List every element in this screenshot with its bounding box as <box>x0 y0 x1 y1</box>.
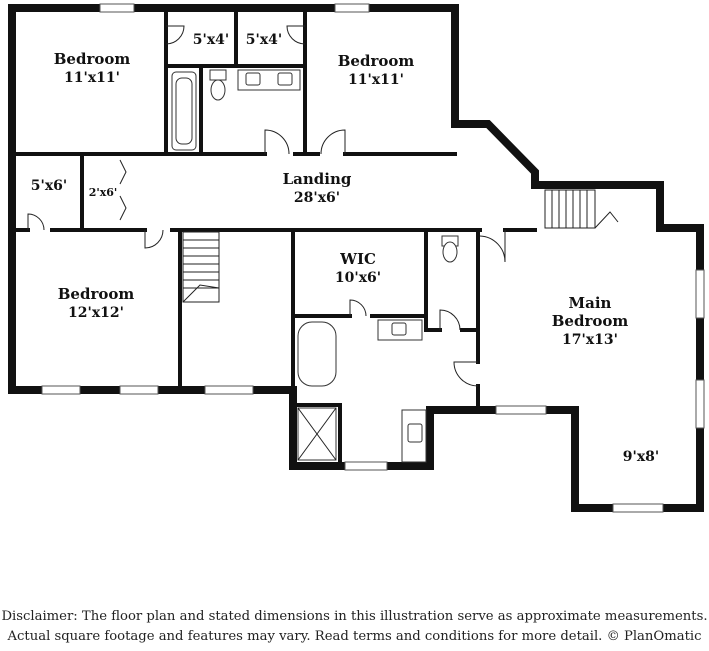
bathtub-inner <box>175 77 193 145</box>
disclaimer: Disclaimer: The floor plan and stated di… <box>0 607 709 647</box>
stair-treads <box>183 239 219 289</box>
window <box>119 385 159 395</box>
room-name: Bedroom <box>54 50 131 68</box>
room-name: Landing <box>283 170 352 188</box>
room-dimensions: 11'x11' <box>348 72 404 88</box>
room-dimensions: 5'x6' <box>31 178 67 194</box>
window <box>334 3 370 13</box>
window <box>204 385 254 395</box>
stairs <box>182 189 619 303</box>
disclaimer-line-1: Disclaimer: The floor plan and stated di… <box>1 609 708 624</box>
room-name: Bedroom <box>58 285 135 303</box>
room-dimensions: 10'x6' <box>335 270 381 286</box>
doors <box>27 25 506 387</box>
window <box>612 503 664 513</box>
fixtures <box>171 69 459 463</box>
room-dimensions: 12'x12' <box>68 305 124 321</box>
toilet-bowl <box>210 79 226 101</box>
room-dimensions: 2'x6' <box>89 186 118 199</box>
disclaimer-line-2: Actual square footage and features may v… <box>7 629 702 644</box>
room-name: Main <box>569 294 612 312</box>
room-dimensions: 5'x4' <box>193 32 229 48</box>
room-name: WIC <box>339 250 376 268</box>
exterior-walls <box>8 4 704 512</box>
bathtub <box>297 321 337 387</box>
room-name: Bedroom <box>552 312 629 330</box>
room-name: Bedroom <box>338 52 415 70</box>
window <box>695 269 705 319</box>
interior-walls <box>10 6 537 468</box>
room-dimensions: 9'x8' <box>623 449 659 465</box>
room-labels: Bedroom 11'x11' 5'x4' 5'x4' Bedroom 11'x… <box>31 32 659 465</box>
room-dimensions: 5'x4' <box>246 32 282 48</box>
window <box>344 461 388 471</box>
sink <box>391 322 407 336</box>
window <box>695 379 705 429</box>
windows <box>41 3 705 513</box>
room-dimensions: 28'x6' <box>294 190 340 206</box>
sink <box>277 72 293 86</box>
window <box>41 385 81 395</box>
sink <box>407 423 423 443</box>
window <box>99 3 135 13</box>
sink <box>245 72 261 86</box>
toilet-bowl <box>442 241 458 263</box>
floor-plan: Bedroom 11'x11' 5'x4' 5'x4' Bedroom 11'x… <box>8 3 705 513</box>
window <box>495 405 547 415</box>
stair-treads <box>551 190 588 228</box>
room-dimensions: 17'x13' <box>562 332 618 348</box>
room-dimensions: 11'x11' <box>64 70 120 86</box>
toilet <box>209 69 227 81</box>
